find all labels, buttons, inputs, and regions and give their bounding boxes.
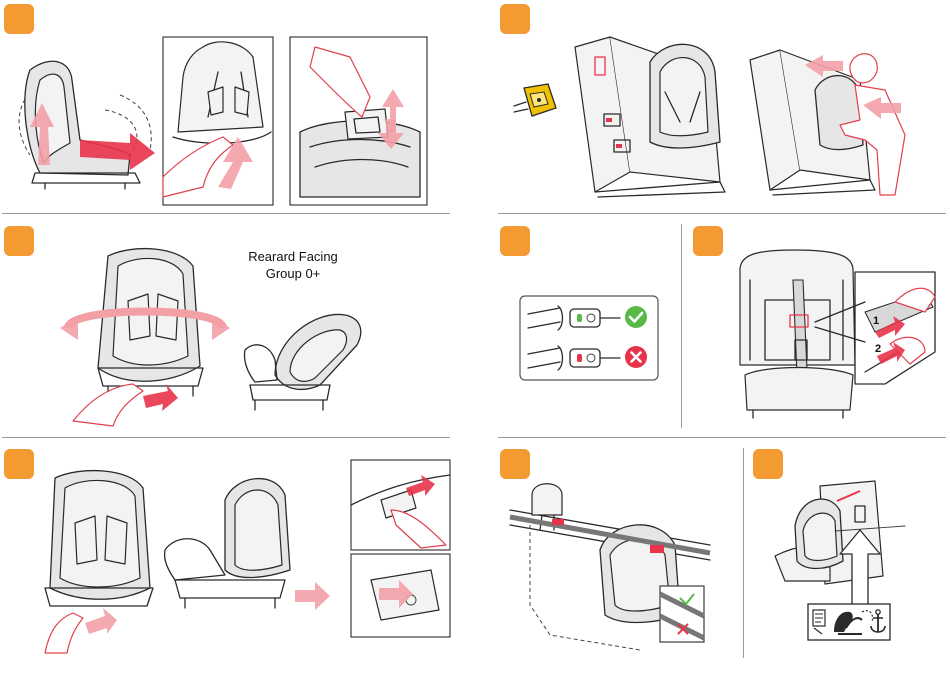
step-badge bbox=[693, 226, 723, 256]
lever-detail-illustration bbox=[351, 460, 450, 637]
callout-2: 2 bbox=[872, 341, 884, 358]
up-arrow-icon bbox=[838, 528, 882, 608]
divider-row1 bbox=[2, 213, 450, 214]
strap-pull-illustration bbox=[290, 37, 427, 205]
isofix-seat-illustration bbox=[570, 32, 730, 197]
rear-facing-caption-1: Rearard Facing bbox=[228, 248, 358, 265]
step-badge bbox=[4, 449, 34, 479]
divider-row2 bbox=[2, 437, 450, 438]
step-badge bbox=[4, 226, 34, 256]
install-pictogram bbox=[808, 604, 890, 640]
rotate-seat-illustration bbox=[38, 246, 228, 426]
callout-1: 1 bbox=[870, 313, 882, 330]
step-badge bbox=[753, 449, 783, 479]
step-badge bbox=[500, 226, 530, 256]
rear-facing-seat-illustration bbox=[235, 300, 365, 415]
divider-row2-right bbox=[498, 437, 946, 438]
buckle-detail-illustration bbox=[855, 272, 940, 384]
step-badge bbox=[4, 4, 34, 34]
divider-col-low bbox=[743, 448, 744, 658]
harness-adjust-illustration bbox=[163, 37, 273, 205]
push-seat-illustration bbox=[745, 45, 925, 205]
cross-icon bbox=[624, 345, 648, 369]
belt-lock-detail-illustration bbox=[660, 586, 704, 642]
divider-row1-right bbox=[498, 213, 946, 214]
isofix-connector-icon bbox=[512, 80, 560, 122]
forward-seat-illustration bbox=[160, 470, 335, 620]
rear-facing-caption-2: Group 0+ bbox=[228, 265, 358, 282]
check-icon bbox=[624, 305, 648, 329]
release-seat-illustration bbox=[35, 468, 165, 653]
divider-col-mid bbox=[681, 224, 682, 428]
recline-illustration bbox=[10, 55, 160, 195]
step-badge bbox=[500, 4, 530, 34]
